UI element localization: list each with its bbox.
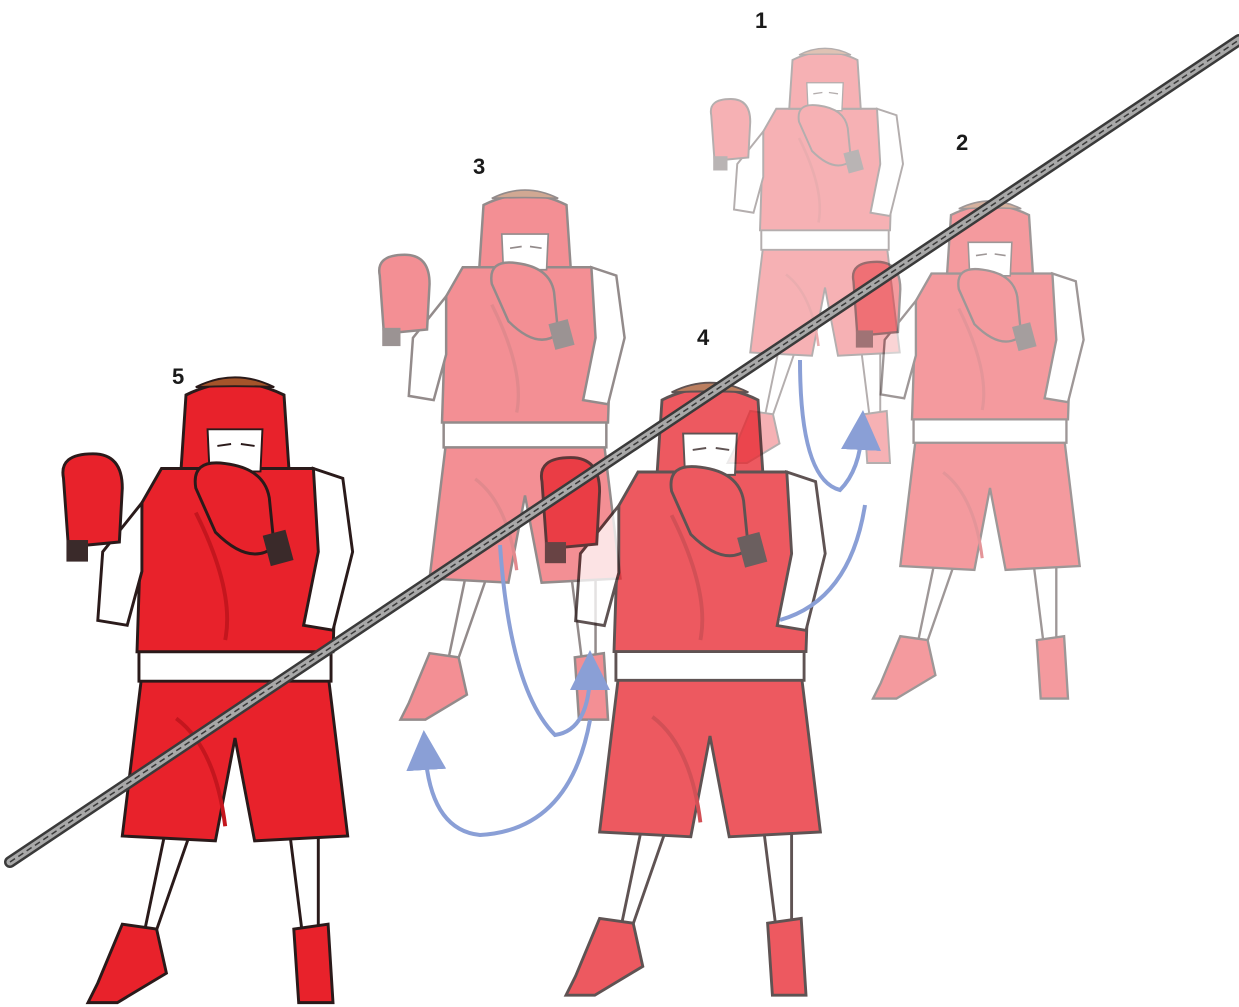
step-label-4: 4 — [697, 325, 710, 350]
movement-arrow-1-2 — [800, 360, 862, 490]
step-label-2: 2 — [956, 130, 968, 155]
movement-arrow-4-5 — [425, 720, 590, 835]
step-label-1: 1 — [755, 8, 767, 33]
boxer-step-5 — [63, 377, 353, 1002]
boxer-step-3 — [379, 190, 624, 720]
step-label-3: 3 — [473, 154, 485, 179]
step-label-5: 5 — [172, 364, 184, 389]
